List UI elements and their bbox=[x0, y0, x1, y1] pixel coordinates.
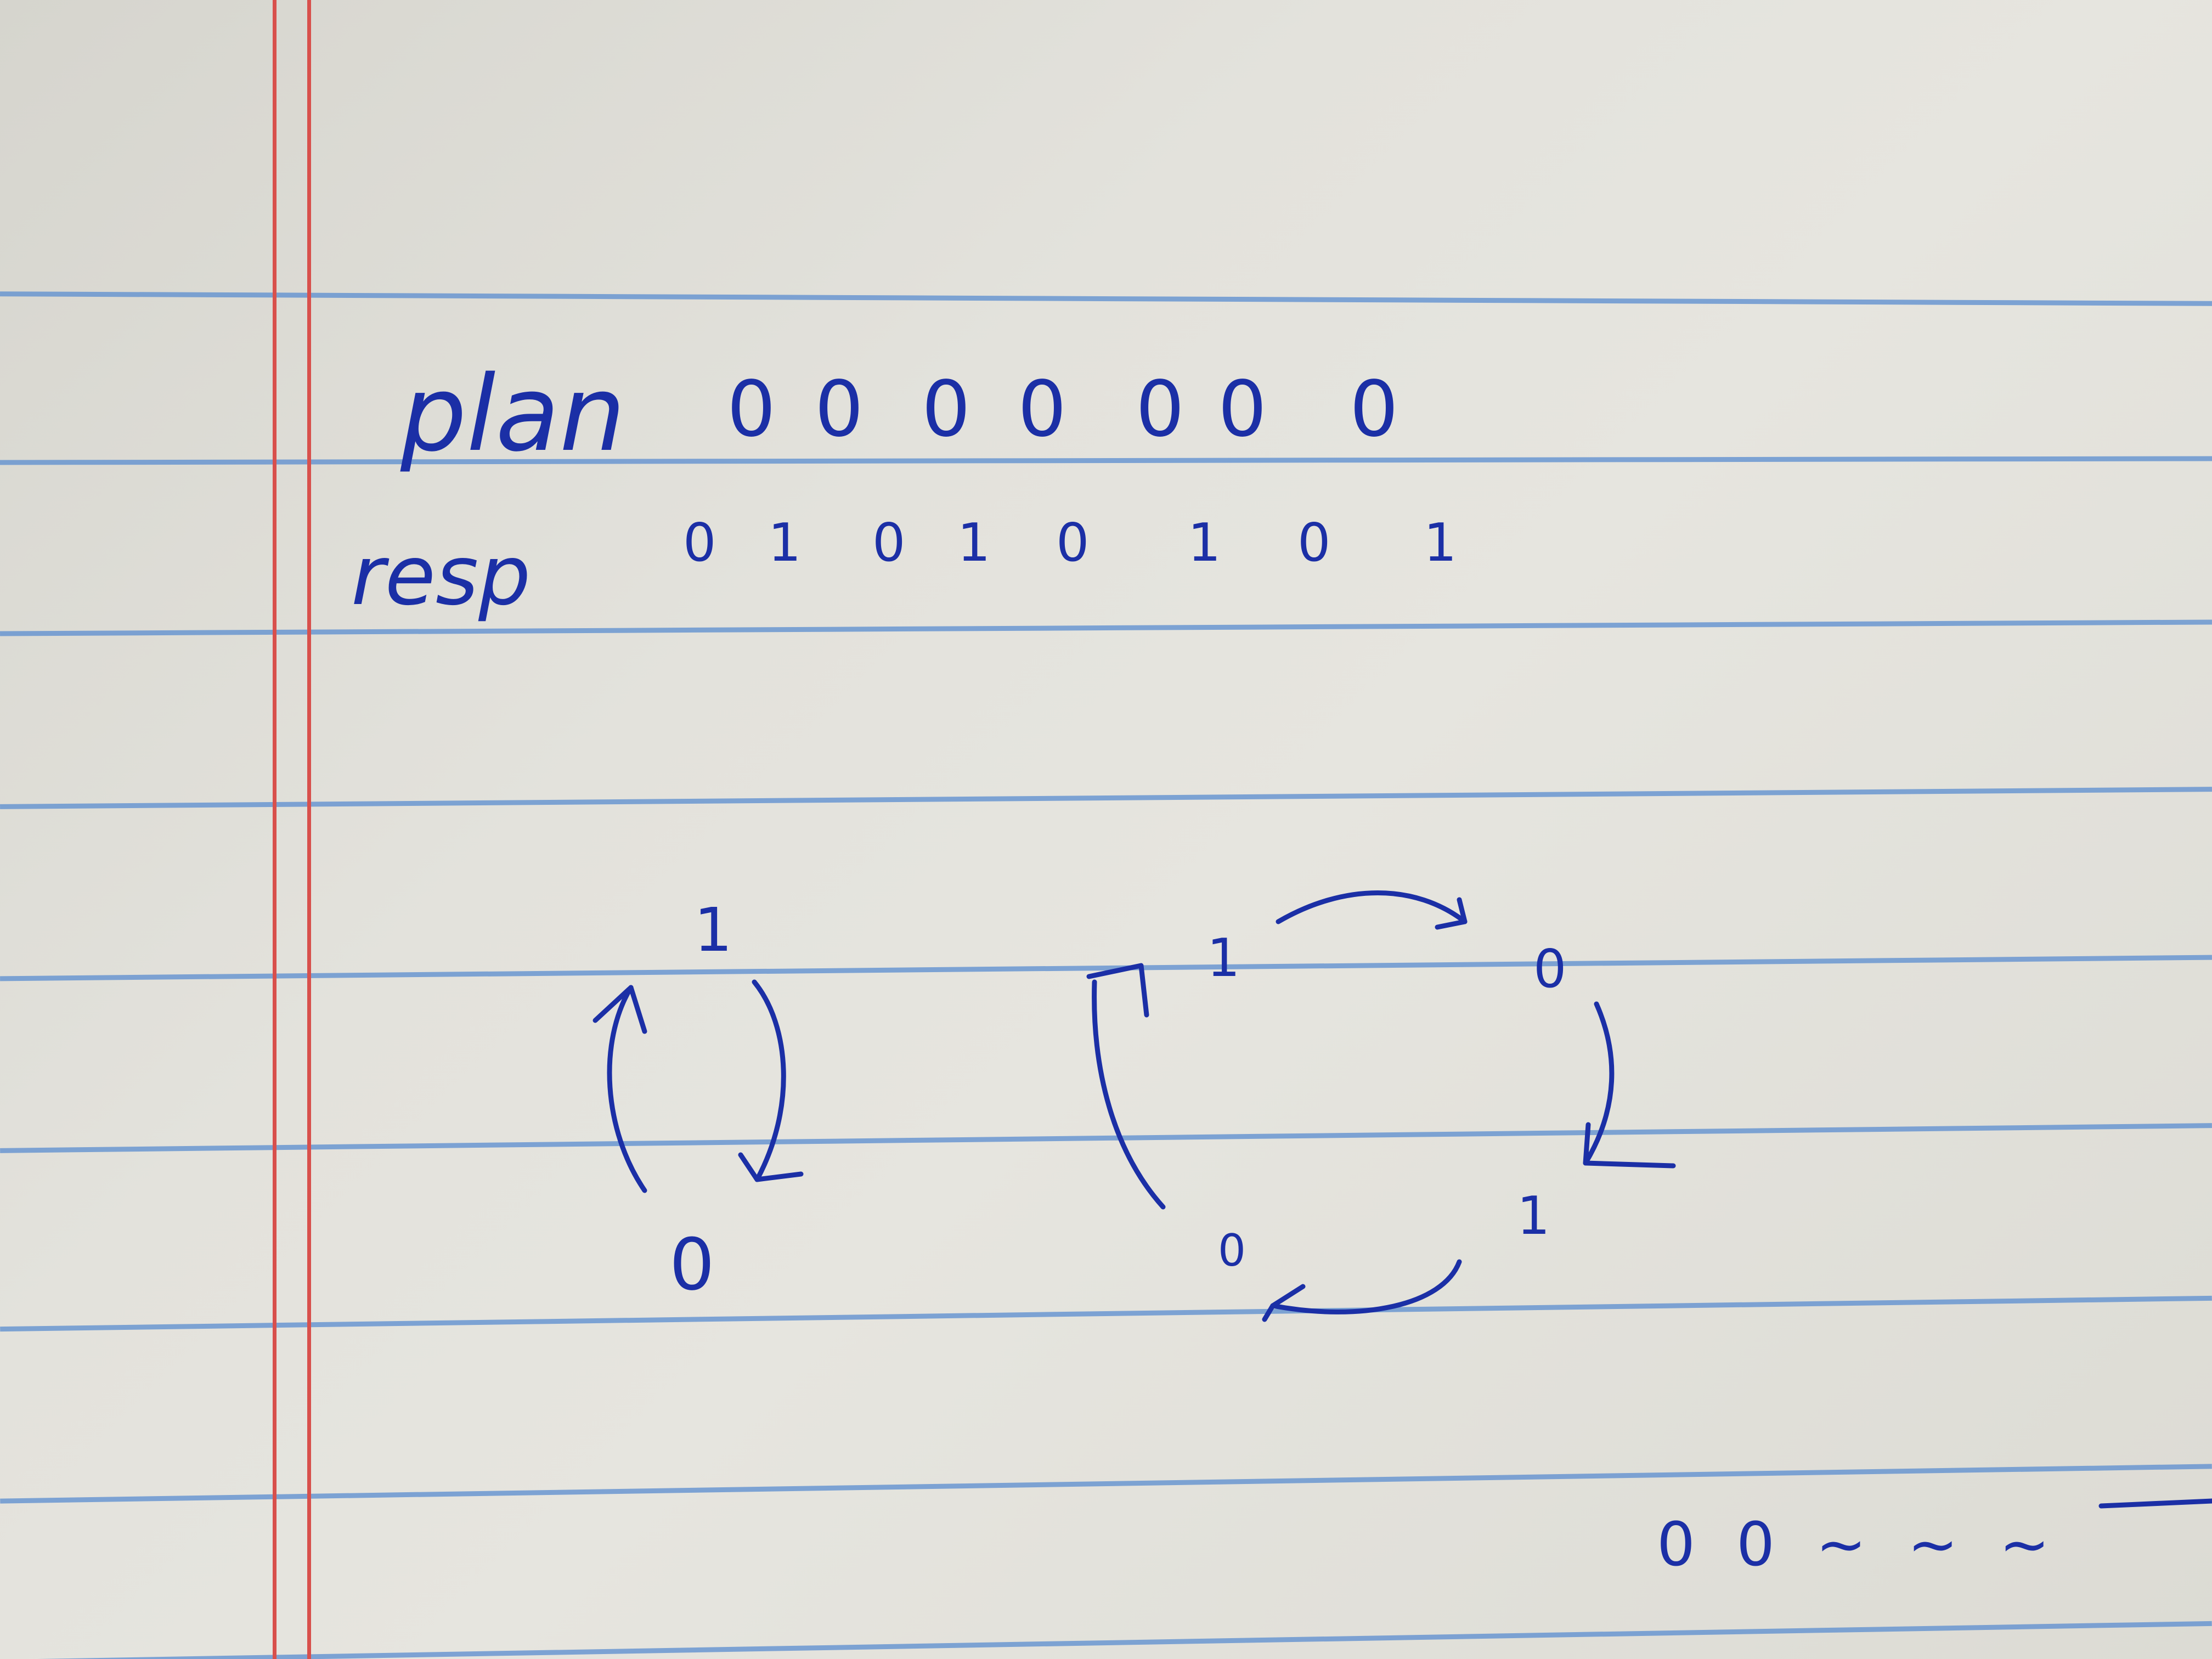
plan-value: 0 bbox=[727, 365, 776, 454]
cycle-two-node: 1 bbox=[694, 895, 732, 965]
arrow-head bbox=[738, 1152, 804, 1182]
cycle-four-node: 0 bbox=[1533, 939, 1567, 1000]
cycle-two-node: 0 bbox=[669, 1223, 715, 1306]
arrow-head bbox=[1086, 963, 1149, 1018]
resp-value: 1 bbox=[1424, 513, 1457, 573]
resp-label: resp bbox=[351, 528, 531, 624]
plan-value: 0 bbox=[1136, 365, 1185, 454]
resp-value: 1 bbox=[768, 513, 802, 573]
plan-value: 0 bbox=[815, 365, 864, 454]
arrow-one-to-zero bbox=[752, 979, 786, 1182]
arrow-head bbox=[1583, 1122, 1676, 1169]
resp-value: 0 bbox=[683, 513, 716, 573]
plan-value: 0 bbox=[1018, 365, 1067, 454]
plan-value: 0 bbox=[1218, 365, 1267, 454]
cycle-four-node: 0 bbox=[1218, 1225, 1246, 1276]
arrow-head bbox=[1262, 1284, 1306, 1322]
trailing-text: 0 0 ~ ~ ~ bbox=[1657, 1509, 2061, 1579]
arrow-head bbox=[592, 985, 647, 1034]
arrow-bottom bbox=[1270, 1259, 1462, 1314]
resp-value: 1 bbox=[1188, 513, 1221, 573]
resp-value: 0 bbox=[1297, 513, 1331, 573]
plan-label: plan bbox=[400, 353, 626, 475]
cycle-four-node: 1 bbox=[1207, 928, 1240, 989]
plan-value: 0 bbox=[1350, 365, 1399, 454]
resp-value: 0 bbox=[872, 513, 906, 573]
resp-value: 1 bbox=[957, 513, 991, 573]
arrow-left bbox=[1092, 979, 1166, 1210]
resp-value: 0 bbox=[1056, 513, 1090, 573]
arrow-head bbox=[1435, 897, 1468, 930]
arrow-right bbox=[1583, 1001, 1615, 1166]
trailing-stroke bbox=[2098, 1498, 2212, 1509]
cycle-four-node: 1 bbox=[1517, 1186, 1550, 1246]
arrow-zero-to-one bbox=[607, 985, 647, 1193]
arrow-top bbox=[1276, 890, 1468, 924]
margin-line-right bbox=[307, 0, 311, 1659]
plan-value: 0 bbox=[922, 365, 971, 454]
margin-line-left bbox=[273, 0, 276, 1659]
